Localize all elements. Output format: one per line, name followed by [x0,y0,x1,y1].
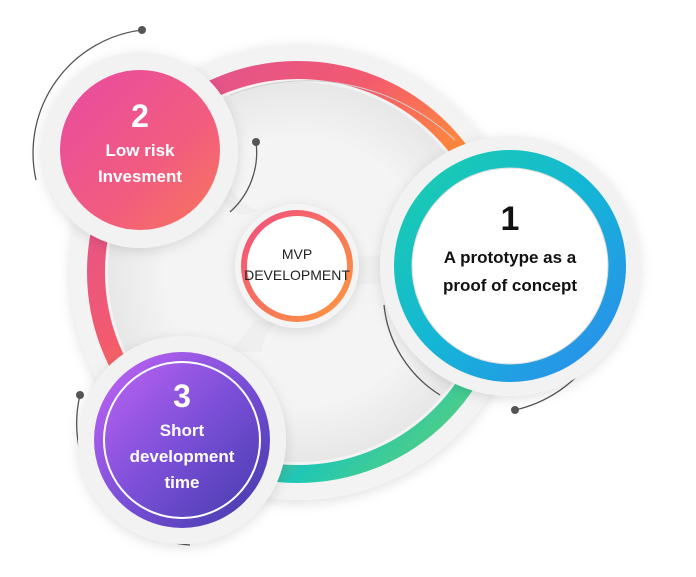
decor-arc-item2-right [229,141,258,213]
item1-inner-stroke [411,167,609,365]
item1-inner [412,168,608,364]
item1-line2: proof of concept [442,276,578,295]
item3-number: 3 [173,378,191,414]
center-inner [247,216,347,316]
item2-label: 2 Low risk Invesment [60,98,220,190]
decor-arc-top-right-ring [229,80,456,141]
decor-arc-top-left [32,29,143,181]
center-title-line2: DEVELOPMENT [244,267,350,283]
decor-dot-bottom-left [76,391,84,399]
item1-line1: A prototype as a [443,248,577,267]
item1-number: 1 [500,200,520,238]
item2-line1: Low risk [105,141,175,160]
item3-circle [94,352,270,528]
decor-dot-right [511,406,519,414]
item2-number: 2 [131,98,149,134]
item3-line3: time [164,473,200,492]
item3-line2: development [129,447,235,466]
item3-label: 3 Short development time [102,378,262,496]
item3-line1: Short [159,421,205,440]
decor-arc-item1-left [383,304,441,396]
decor-dot-item2-right [252,138,260,146]
decor-dot-top [138,26,146,34]
item1-label: 1 A prototype as a proof of concept [425,200,595,300]
item2-line2: Invesment [97,167,183,186]
item2-circle [60,70,220,230]
center-label: MVP DEVELOPMENT [237,244,357,286]
center-title-line1: MVP [281,246,313,262]
connector-to-item3 [230,320,278,352]
item3-inner-stroke [103,361,261,519]
